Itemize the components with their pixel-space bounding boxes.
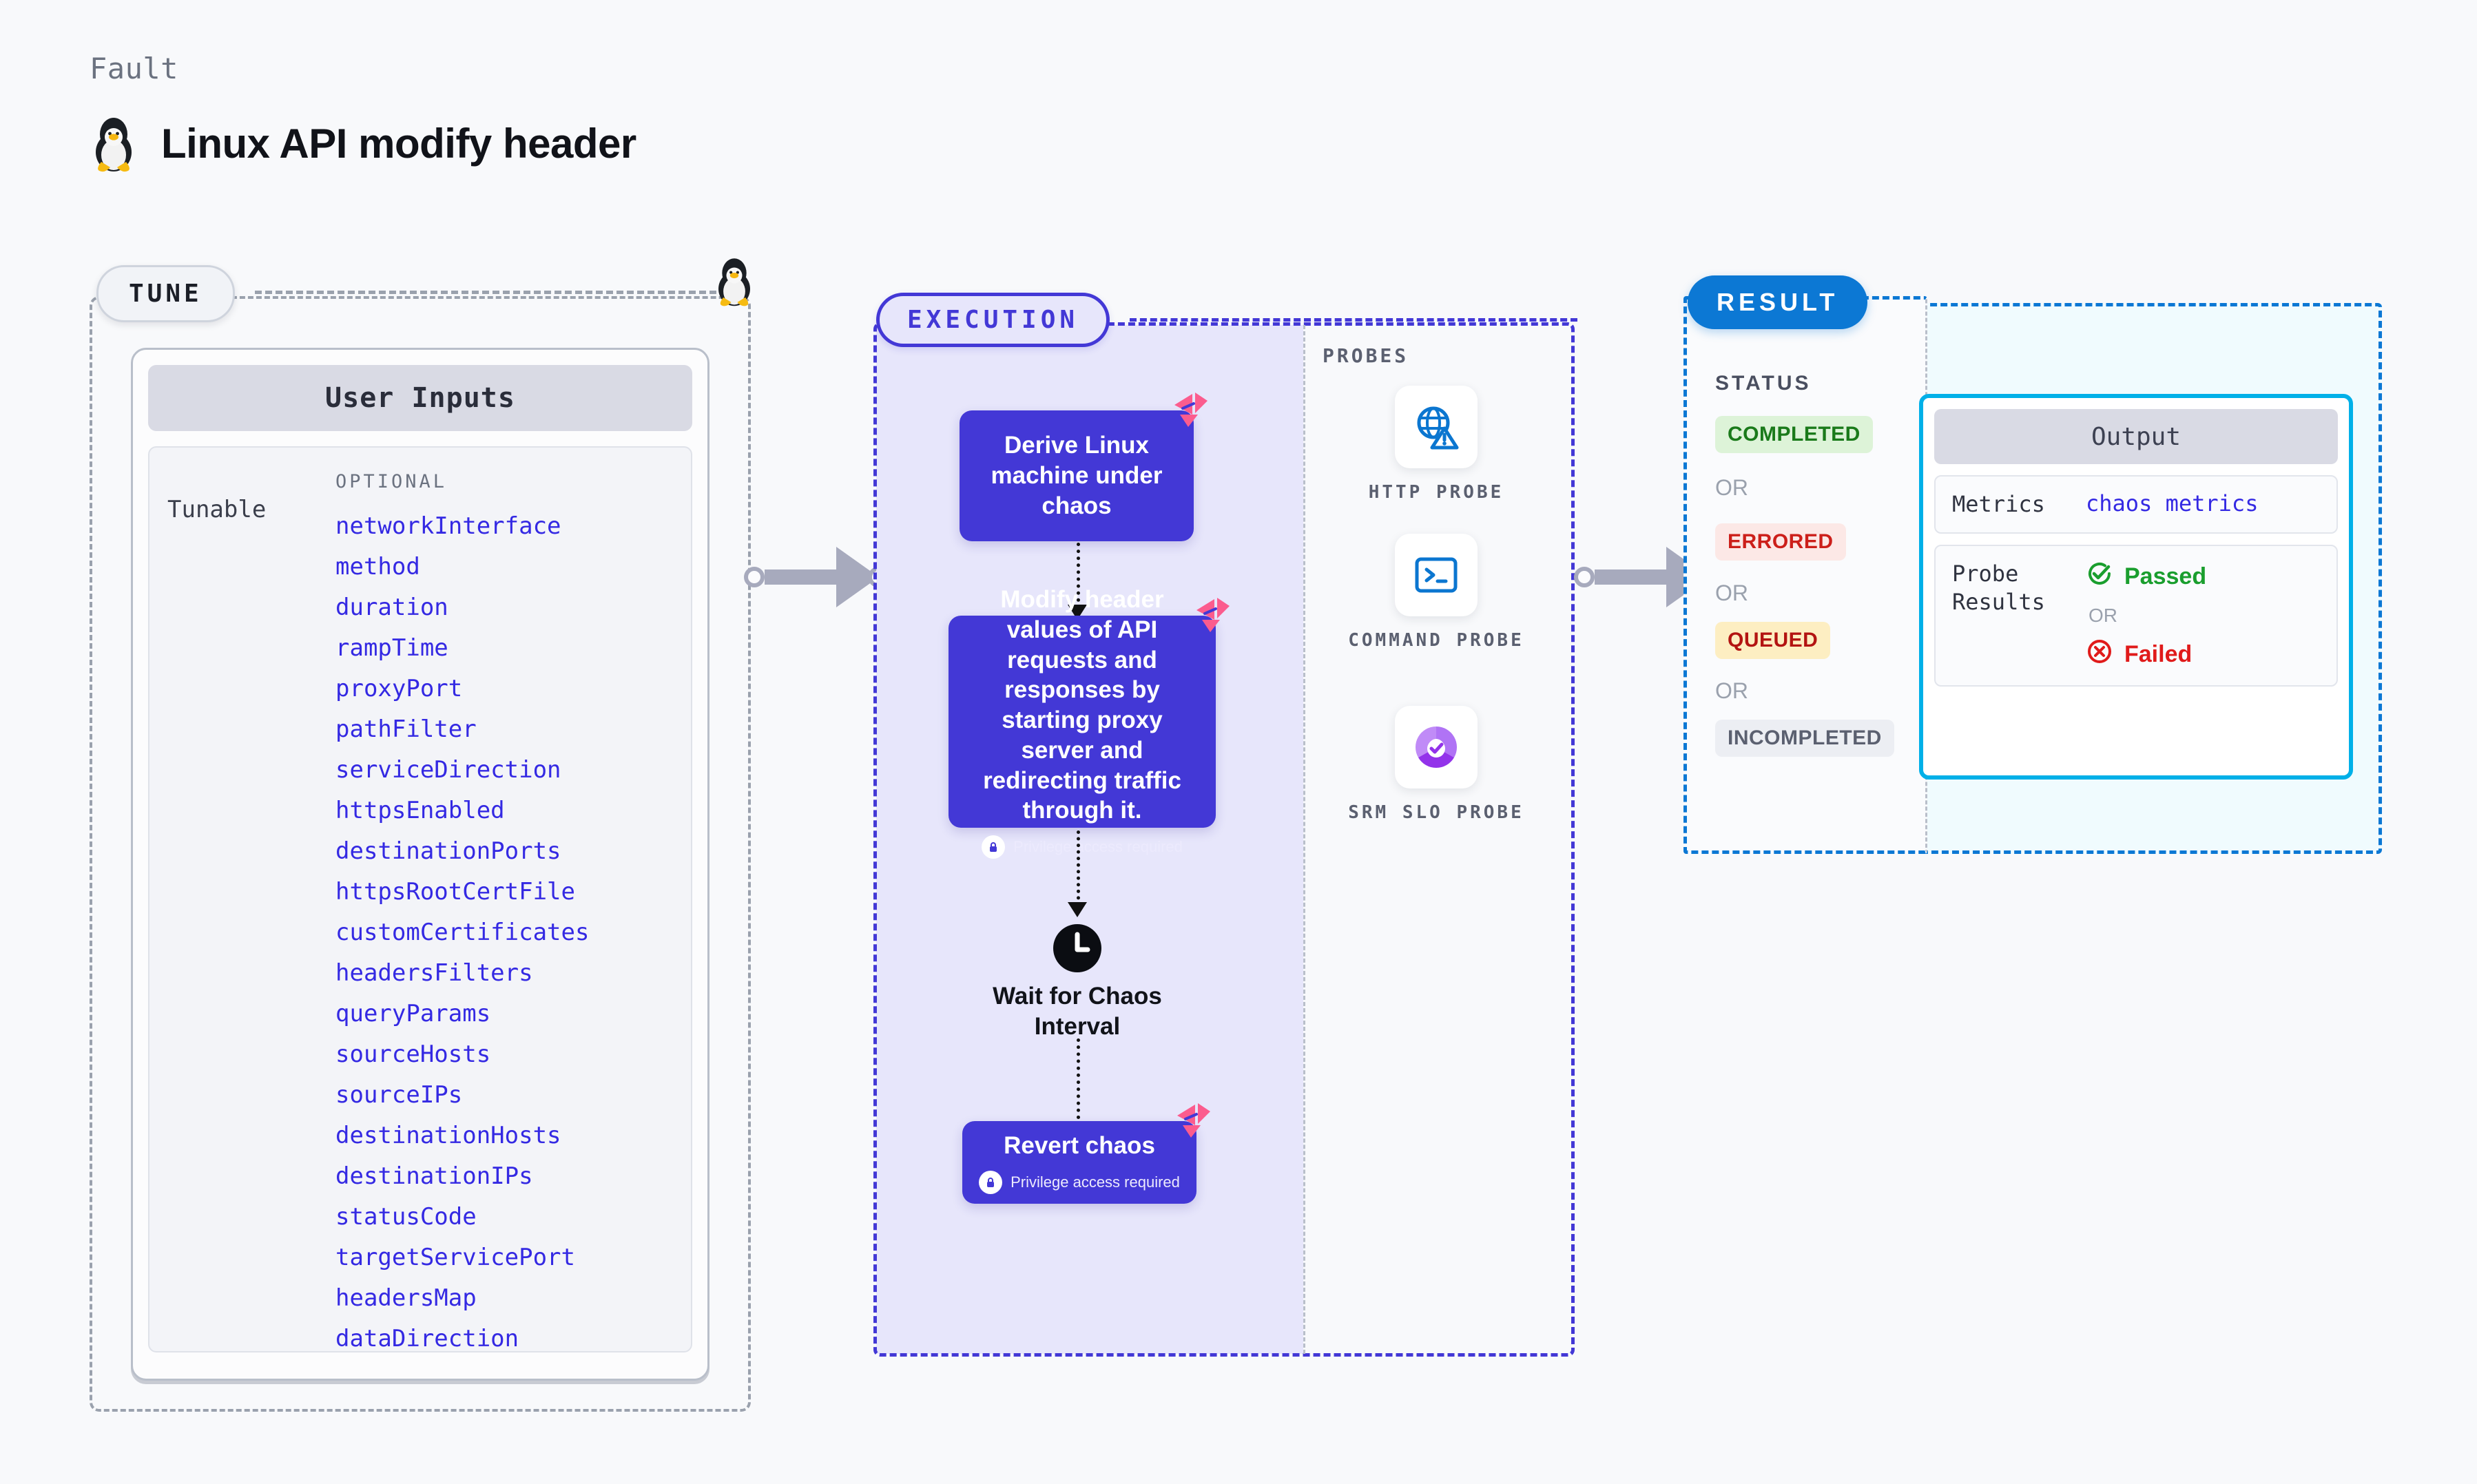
status-badge-queued: QUEUED <box>1715 622 1831 659</box>
slo-donut-icon <box>1395 706 1478 788</box>
node-label: Revert chaos <box>1004 1132 1155 1160</box>
privilege-label: Privilege access required <box>1013 838 1183 855</box>
tunable-param-destinationports[interactable]: destinationPorts <box>335 837 561 865</box>
globe-warning-icon <box>1395 386 1478 468</box>
tunable-param-statuscode[interactable]: statusCode <box>335 1203 477 1231</box>
chaos-ribbon-icon <box>1169 391 1210 435</box>
tux-penguin-icon-connector <box>713 255 756 311</box>
output-probe-results-row: Probe Results Passed OR <box>1934 544 2338 687</box>
tunable-param-networkinterface[interactable]: networkInterface <box>335 512 561 540</box>
output-title: Output <box>1934 409 2338 464</box>
flow-line-2 <box>1077 830 1080 906</box>
tunable-param-pathfilter[interactable]: pathFilter <box>335 715 477 743</box>
user-inputs-card: User Inputs Tunable OPTIONAL networkInte… <box>131 348 709 1381</box>
probe-results-key: Probe Results <box>1952 560 2045 615</box>
check-circle-icon <box>2086 560 2113 594</box>
output-metrics-row: Metrics chaos metrics <box>1934 475 2338 534</box>
tunable-param-queryparams[interactable]: queryParams <box>335 1000 491 1027</box>
optional-label: OPTIONAL <box>335 471 448 492</box>
tunable-param-targetserviceport[interactable]: targetServicePort <box>335 1244 575 1271</box>
lock-icon <box>982 835 1006 859</box>
user-inputs-body: Tunable OPTIONAL networkInterface method d… <box>148 446 692 1352</box>
flow-line-1 <box>1077 543 1080 609</box>
probe-result-failed: Failed <box>2086 638 2206 671</box>
privilege-badge: Privilege access required <box>982 835 1183 859</box>
or-label-3: OR <box>1715 678 1748 703</box>
tunable-param-sourcehosts[interactable]: sourceHosts <box>335 1041 491 1068</box>
tux-penguin-icon <box>90 114 138 173</box>
chaos-ribbon-icon <box>1191 596 1232 640</box>
node-label: Derive Linux machine under chaos <box>991 432 1163 519</box>
wait-for-chaos-interval-label: Wait for Chaos Interval <box>993 983 1162 1040</box>
result-status-panel <box>1683 296 1927 854</box>
status-badge-errored: ERRORED <box>1715 523 1846 561</box>
connector-start-dot <box>744 567 765 587</box>
tunable-param-list: networkInterface method duration rampTime pr… <box>335 514 674 1350</box>
execution-node-revert-chaos[interactable]: Revert chaos Privilege access required <box>962 1103 1210 1204</box>
page-kicker: Fault <box>90 52 178 85</box>
status-label: STATUS <box>1715 372 1812 395</box>
output-card: Output Metrics chaos metrics Probe Resul… <box>1919 394 2353 780</box>
tunable-param-ramptime[interactable]: rampTime <box>335 634 448 662</box>
probe-command[interactable]: COMMAND PROBE <box>1347 534 1526 653</box>
execution-node-derive[interactable]: Derive Linux machine under chaos <box>960 393 1208 541</box>
metrics-key: Metrics <box>1952 491 2045 517</box>
connector-bar <box>1595 569 1669 585</box>
connector-tune-to-execution <box>744 547 889 607</box>
probe-result-passed: Passed <box>2086 560 2206 594</box>
tune-panel <box>90 296 751 1412</box>
tunable-param-headersmap[interactable]: headersMap <box>335 1284 477 1312</box>
execution-panel <box>873 322 1575 1357</box>
tune-connector-line <box>255 291 737 294</box>
tunable-param-httpsenabled[interactable]: httpsEnabled <box>335 797 505 824</box>
x-circle-icon <box>2086 638 2113 671</box>
probes-separator <box>1303 325 1305 1354</box>
privilege-label: Privilege access required <box>1011 1173 1180 1191</box>
passed-label: Passed <box>2124 563 2207 589</box>
probe-label: COMMAND PROBE <box>1348 630 1524 651</box>
tunable-param-method[interactable]: method <box>335 553 420 581</box>
tune-badge[interactable]: TUNE <box>96 265 235 322</box>
node-label: Modify header values of API requests and… <box>983 586 1181 824</box>
tunable-param-destinationips[interactable]: destinationIPs <box>335 1162 533 1190</box>
metrics-value-link[interactable]: chaos metrics <box>2086 490 2259 516</box>
status-badge-completed: COMPLETED <box>1715 416 1873 453</box>
terminal-icon <box>1395 534 1478 616</box>
tunable-group-label: Tunable <box>167 496 267 523</box>
tunable-param-datadirection[interactable]: dataDirection <box>335 1325 519 1352</box>
clock-icon <box>1052 923 1103 977</box>
connector-start-dot <box>1574 567 1595 587</box>
result-badge[interactable]: RESULT <box>1688 275 1868 329</box>
tunable-param-headersfilters[interactable]: headersFilters <box>335 959 533 987</box>
tunable-param-httpsrootcertfile[interactable]: httpsRootCertFile <box>335 878 575 906</box>
chaos-ribbon-icon <box>1172 1102 1213 1145</box>
execution-node-modify-header[interactable]: Modify header values of API requests and… <box>949 586 1230 859</box>
probe-result-or-label: OR <box>2089 604 2117 626</box>
flow-line-3 <box>1077 1038 1080 1154</box>
flow-arrow-2 <box>1068 902 1087 917</box>
connector-bar <box>765 569 839 585</box>
tunable-param-customcertificates[interactable]: customCertificates <box>335 919 590 946</box>
probe-srm-slo[interactable]: SRM SLO PROBE <box>1347 706 1526 825</box>
or-label-1: OR <box>1715 475 1748 500</box>
or-label-2: OR <box>1715 581 1748 605</box>
status-badge-incompleted: INCOMPLETED <box>1715 720 1894 757</box>
probe-label: SRM SLO PROBE <box>1348 802 1524 823</box>
probe-label: HTTP PROBE <box>1368 482 1504 503</box>
page-title-row: Linux API modify header <box>90 114 636 173</box>
page-title: Linux API modify header <box>161 120 636 167</box>
tunable-param-proxyport[interactable]: proxyPort <box>335 675 463 702</box>
execution-connector-line <box>1130 318 1577 322</box>
execution-badge[interactable]: EXECUTION <box>876 293 1110 347</box>
tunable-param-destinationhosts[interactable]: destinationHosts <box>335 1122 561 1149</box>
tunable-param-servicedirection[interactable]: serviceDirection <box>335 756 561 784</box>
user-inputs-title: User Inputs <box>148 365 692 431</box>
privilege-badge: Privilege access required <box>979 1170 1180 1194</box>
tunable-param-sourceips[interactable]: sourceIPs <box>335 1081 463 1109</box>
lock-icon <box>979 1170 1003 1194</box>
failed-label: Failed <box>2124 640 2193 667</box>
probes-title: PROBES <box>1323 344 1409 367</box>
tunable-param-duration[interactable]: duration <box>335 594 448 621</box>
probe-http[interactable]: HTTP PROBE <box>1347 386 1526 505</box>
